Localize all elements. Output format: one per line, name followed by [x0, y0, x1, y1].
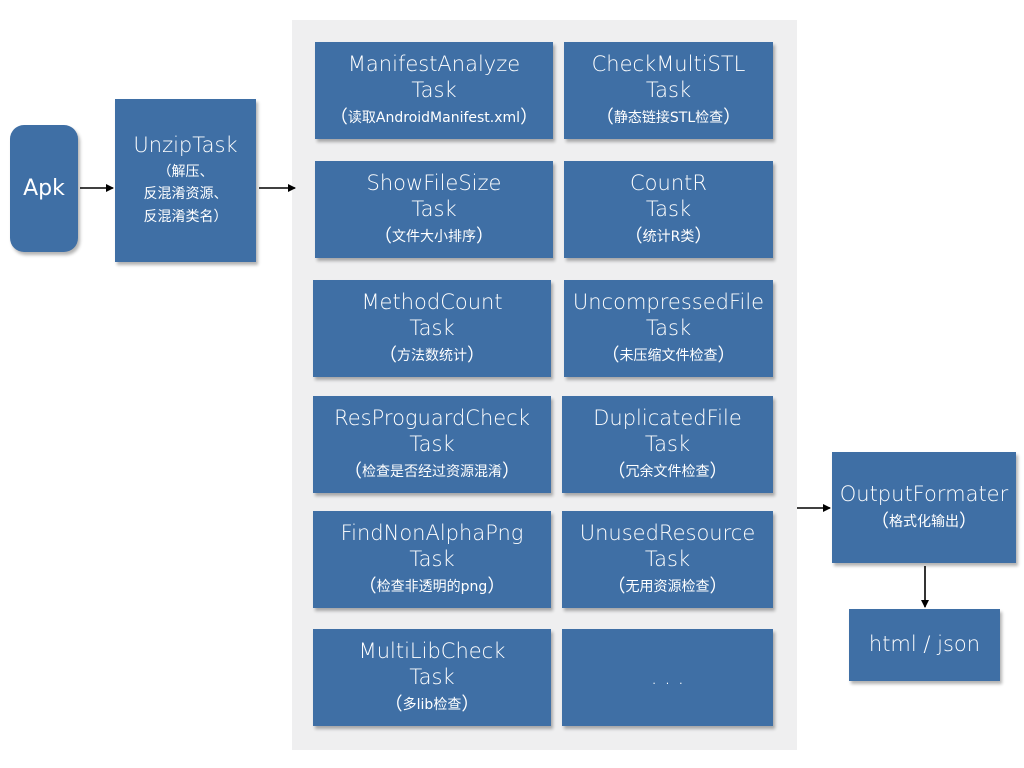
task-desc-text: 统计R类	[642, 229, 695, 246]
task-node-duplicated-file: DuplicatedFile Task （冗余文件检查）	[562, 396, 773, 493]
task-node-uncompressed-file: UncompressedFile Task （未压缩文件检查）	[564, 280, 773, 377]
task-title-line-1: ResProguardCheck	[334, 405, 530, 430]
paren-close: ）	[959, 511, 977, 533]
paren-close: ）	[502, 461, 520, 483]
task-title-line-2: Task	[409, 664, 455, 689]
paren-open: （	[344, 461, 362, 483]
paren-close: ）	[694, 226, 713, 248]
task-desc: （未压缩文件检查）	[602, 345, 736, 367]
task-desc: （文件大小排序）	[374, 226, 494, 248]
task-desc: （多lib检查）	[385, 694, 480, 716]
paren-close: ）	[461, 694, 480, 716]
task-desc: （读取AndroidManifest.xml）	[330, 107, 538, 129]
paren-open: （	[607, 576, 626, 598]
apk-label: Apk	[23, 176, 65, 201]
output-desc-text: 格式化输出	[889, 514, 959, 531]
paren-close: ）	[709, 576, 728, 598]
task-title-line-1: CountR	[630, 170, 707, 195]
task-title-line-1: MethodCount	[361, 289, 503, 314]
task-node-show-file-size: ShowFileSize Task （文件大小排序）	[315, 161, 553, 258]
paren-open: （	[601, 345, 620, 367]
paren-open: （	[379, 345, 397, 367]
output-formater-node: OutputFormater （格式化输出）	[832, 452, 1016, 563]
unzip-line-1: （解压、	[157, 163, 214, 180]
task-panel	[292, 20, 797, 750]
task-desc-text: 方法数统计	[397, 348, 467, 365]
task-node-check-multi-stl: CheckMultiSTL Task （静态链接STL检查）	[564, 42, 773, 139]
task-desc: （方法数统计）	[379, 345, 485, 367]
task-desc-text: 无用资源检查	[625, 579, 710, 596]
task-title-line-1: MultiLibCheck	[358, 638, 506, 663]
result-node: html / json	[849, 609, 1000, 681]
paren-close: ）	[487, 576, 506, 598]
paren-open: （	[871, 511, 889, 533]
task-desc: （检查是否经过资源混淆）	[344, 461, 520, 483]
task-desc-text: 读取AndroidManifest.xml	[347, 110, 521, 127]
paren-open: （	[595, 107, 614, 129]
task-title-line-2: Task	[644, 546, 691, 571]
unzip-task-node: UnzipTask （解压、 反混淆资源、 反混淆类名）	[115, 99, 256, 262]
task-desc-text: 冗余文件检查	[625, 464, 710, 481]
result-label: html / json	[868, 632, 981, 657]
paren-open: （	[607, 461, 626, 483]
task-desc: （静态链接STL检查）	[596, 107, 741, 129]
task-title-line-2: Task	[409, 315, 455, 340]
task-node-manifest-analyze: ManifestAnalyze Task （读取AndroidManifest.…	[315, 42, 553, 139]
task-title-line-1: ManifestAnalyze	[347, 51, 521, 76]
task-desc-text: 静态链接STL检查	[613, 110, 724, 127]
paren-open: （	[329, 107, 348, 129]
task-title-line-1: DuplicatedFile	[593, 405, 742, 430]
task-title-line-1: UnusedResource	[579, 520, 756, 545]
paren-close: ）	[467, 345, 485, 367]
task-node-method-count: MethodCount Task （方法数统计）	[313, 280, 551, 377]
apk-node: Apk	[10, 125, 78, 252]
more-tasks-node: . . .	[562, 629, 773, 726]
task-title-line-2: Task	[409, 546, 455, 571]
task-title-line-2: Task	[645, 315, 692, 340]
task-title-line-1: FindNonAlphaPng	[340, 520, 524, 545]
task-title-line-2: Task	[645, 196, 692, 221]
output-title: OutputFormater	[839, 481, 1009, 506]
unzip-title: UnzipTask	[133, 133, 238, 158]
task-title-line-2: Task	[409, 431, 455, 456]
task-node-res-proguard-check: ResProguardCheck Task （检查是否经过资源混淆）	[313, 396, 551, 493]
paren-open: （	[384, 694, 403, 716]
paren-open: （	[374, 226, 392, 248]
ellipsis-label: . . .	[650, 664, 685, 689]
task-title-line-1: ShowFileSize	[366, 170, 502, 195]
task-node-count-r: CountR Task （统计R类）	[564, 161, 773, 258]
task-desc-text: 检查非透明的png	[376, 579, 488, 596]
task-desc-text: 文件大小排序	[392, 229, 476, 246]
task-desc: （统计R类）	[625, 226, 713, 248]
task-desc: （检查非透明的png）	[359, 576, 506, 598]
task-desc: （无用资源检查）	[608, 576, 728, 598]
task-title-line-2: Task	[411, 196, 457, 221]
paren-close: ）	[723, 107, 742, 129]
output-desc: （格式化输出）	[871, 511, 977, 533]
paren-close: ）	[717, 345, 736, 367]
unzip-line-2: 反混淆资源、	[143, 186, 228, 203]
task-node-unused-resource: UnusedResource Task （无用资源检查）	[562, 511, 773, 608]
task-title-line-1: UncompressedFile	[572, 289, 765, 314]
paren-close: ）	[476, 226, 494, 248]
task-desc-text: 多lib检查	[402, 697, 462, 714]
paren-open: （	[624, 226, 643, 248]
task-title-line-2: Task	[644, 431, 691, 456]
paren-close: ）	[520, 107, 539, 129]
task-title-line-2: Task	[645, 77, 692, 102]
task-title-line-2: Task	[411, 77, 457, 102]
paren-close: ）	[709, 461, 728, 483]
task-node-multi-lib-check: MultiLibCheck Task （多lib检查）	[313, 629, 551, 726]
unzip-desc: （解压、 反混淆资源、 反混淆类名）	[144, 161, 228, 228]
task-desc: （冗余文件检查）	[608, 461, 728, 483]
paren-open: （	[358, 576, 377, 598]
task-title-line-1: CheckMultiSTL	[591, 51, 746, 76]
task-desc-text: 检查是否经过资源混淆	[362, 464, 502, 481]
unzip-line-3: 反混淆类名）	[143, 208, 228, 225]
task-node-find-non-alpha-png: FindNonAlphaPng Task （检查非透明的png）	[313, 511, 551, 608]
task-desc-text: 未压缩文件检查	[619, 348, 718, 365]
